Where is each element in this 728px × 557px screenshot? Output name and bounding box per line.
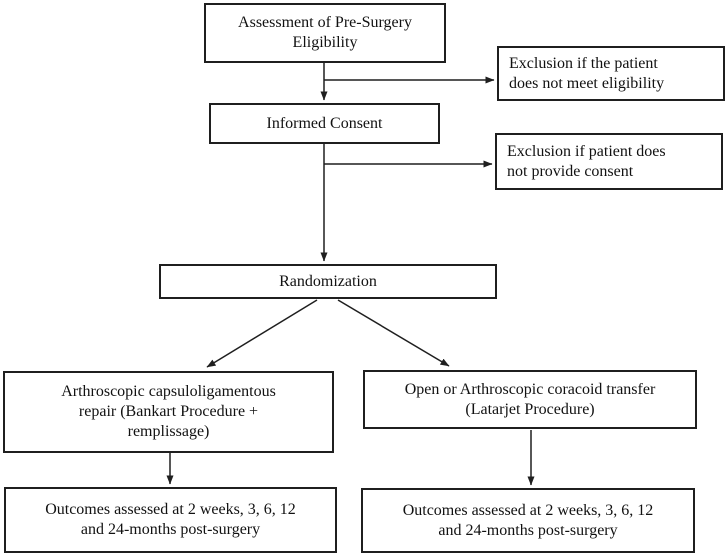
node-exclusion-eligibility: Exclusion if the patient does not meet e… xyxy=(497,46,725,101)
arrow-randomization-to-latarjet xyxy=(337,299,450,367)
node-exclusion-consent: Exclusion if patient does not provide co… xyxy=(495,133,723,190)
node-assessment-eligibility: Assessment of Pre-Surgery Eligibility xyxy=(204,3,446,63)
node-outcomes-latarjet-label: Outcomes assessed at 2 weeks, 3, 6, 12 a… xyxy=(402,501,654,539)
node-arm-latarjet: Open or Arthroscopic coracoid transfer (… xyxy=(363,370,697,429)
node-outcomes-latarjet: Outcomes assessed at 2 weeks, 3, 6, 12 a… xyxy=(361,488,695,553)
node-arm-bankart: Arthroscopic capsuloligamentous repair (… xyxy=(3,371,334,453)
node-informed-consent-label: Informed Consent xyxy=(266,114,383,132)
node-randomization: Randomization xyxy=(159,264,497,299)
node-informed-consent: Informed Consent xyxy=(209,103,440,144)
node-arm-latarjet-label: Open or Arthroscopic coracoid transfer (… xyxy=(404,380,656,418)
node-exclusion-eligibility-label: Exclusion if the patient does not meet e… xyxy=(509,54,665,92)
node-outcomes-bankart-label: Outcomes assessed at 2 weeks, 3, 6, 12 a… xyxy=(45,501,296,538)
node-arm-bankart-label: Arthroscopic capsuloligamentous repair (… xyxy=(61,383,276,440)
node-randomization-label: Randomization xyxy=(279,272,377,290)
node-assessment-eligibility-label: Assessment of Pre-Surgery Eligibility xyxy=(238,14,412,51)
arrow-randomization-to-bankart xyxy=(206,299,318,368)
node-exclusion-consent-label: Exclusion if patient does not provide co… xyxy=(507,142,666,180)
node-outcomes-bankart: Outcomes assessed at 2 weeks, 3, 6, 12 a… xyxy=(4,487,337,553)
